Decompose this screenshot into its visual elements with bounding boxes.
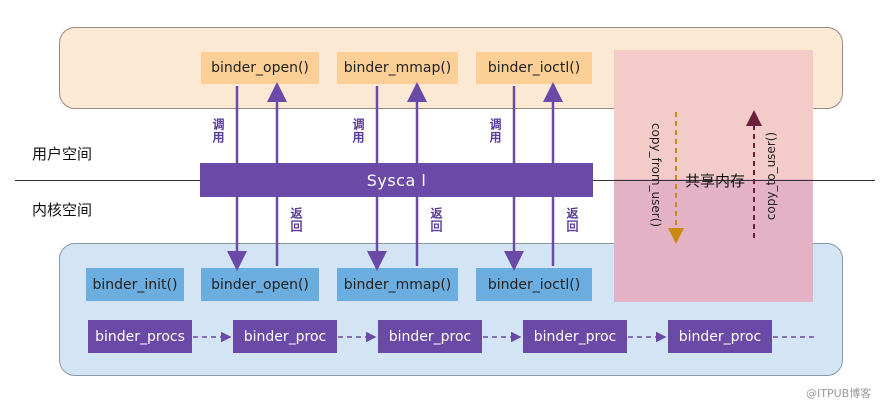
binder-procs-box: binder_procs (88, 320, 192, 353)
user-binder-open-box: binder_open() (201, 52, 319, 84)
kernel-binder-open-box: binder_open() (201, 268, 319, 301)
user-space-label: 用户空间 (32, 145, 93, 163)
binder-proc-box-2: binder_proc (378, 320, 482, 353)
binder-proc-box-4: binder_proc (668, 320, 772, 353)
binder-proc-box-1: binder_proc (233, 320, 337, 353)
return-tag-open: 返回 (289, 207, 303, 233)
kernel-binder-mmap-box: binder_mmap() (337, 268, 458, 301)
kernel-binder-init-box: binder_init() (86, 268, 184, 301)
call-tag-open: 调用 (211, 118, 225, 144)
call-tag-ioctl: 调用 (488, 118, 502, 144)
return-tag-ioctl: 返回 (565, 207, 579, 233)
return-tag-mmap: 返回 (429, 207, 443, 233)
kernel-binder-ioctl-box: binder_ioctl() (476, 268, 592, 301)
syscall-bar: Sysca l (200, 163, 593, 197)
binder-proc-box-3: binder_proc (523, 320, 627, 353)
watermark: @ITPUB博客 (806, 387, 872, 400)
call-tag-mmap: 调用 (351, 118, 365, 144)
shared-memory-label: 共享内存 (684, 172, 745, 190)
kernel-space-label: 内核空间 (32, 201, 93, 219)
user-binder-ioctl-box: binder_ioctl() (476, 52, 592, 84)
shared-memory-kernel-region (614, 179, 813, 302)
user-binder-mmap-box: binder_mmap() (337, 52, 458, 84)
shared-memory-user-region (614, 50, 813, 179)
